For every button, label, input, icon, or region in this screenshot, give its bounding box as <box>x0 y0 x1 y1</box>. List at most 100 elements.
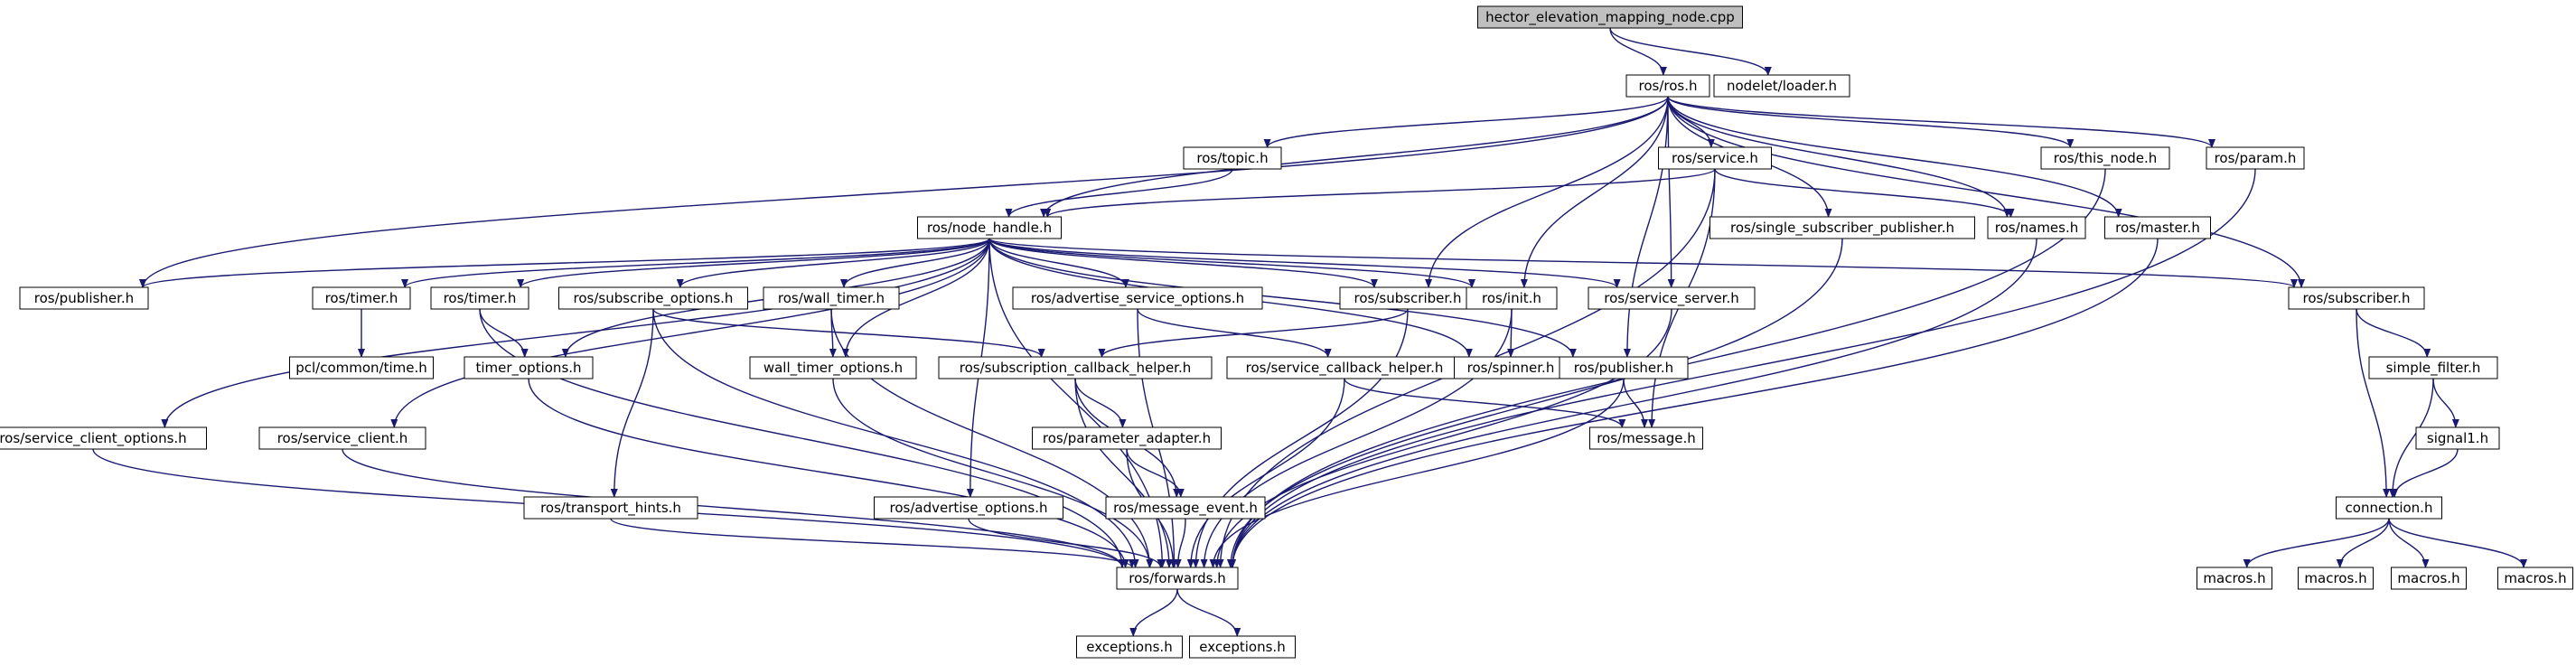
node-box <box>1987 216 2086 239</box>
node-timer2[interactable]: ros/timer.h <box>430 286 529 310</box>
node-box <box>19 286 149 310</box>
node-service-client[interactable]: ros/service_client.h <box>258 426 426 450</box>
node-macros2[interactable]: macros.h <box>2298 567 2374 590</box>
node-transport-hints[interactable]: ros/transport_hints.h <box>523 496 698 520</box>
node-label: ros/wall_timer.h <box>778 290 885 307</box>
edge-ros-to-subscriber-m <box>1425 96 1669 288</box>
node-init[interactable]: ros/init.h <box>1466 286 1558 310</box>
node-pcl-time[interactable]: pcl/common/time.h <box>289 356 434 379</box>
edge-parameter-adapter-to-message-event <box>1126 448 1185 498</box>
node-label: ros/message_event.h <box>1113 500 1258 517</box>
node-advertise-options[interactable]: ros/advertise_options.h <box>874 496 1063 520</box>
edge-advertise-options-to-forwards <box>968 518 1165 568</box>
edge-ros-to-subscriber-r <box>1667 96 2305 288</box>
edge-subscribe-options-to-sub-cb-helper <box>652 308 1045 358</box>
node-label: simple_filter.h <box>2386 360 2481 377</box>
node-single-sub-pub[interactable]: ros/single_subscriber_publisher.h <box>1710 216 1975 239</box>
edge-param-to-forwards <box>1229 168 2256 568</box>
node-svc-cb-helper[interactable]: ros/service_callback_helper.h <box>1226 356 1463 379</box>
edge-node-handle-to-service-client <box>390 238 990 428</box>
node-macros1[interactable]: macros.h <box>2197 567 2272 590</box>
node-label: exceptions.h <box>1086 639 1172 655</box>
node-subscribe-options[interactable]: ros/subscribe_options.h <box>558 286 748 310</box>
node-box <box>938 356 1213 379</box>
node-exceptions2[interactable]: exceptions.h <box>1189 635 1296 659</box>
node-label: ros/advertise_options.h <box>890 500 1048 517</box>
node-label: hector_elevation_mapping_node.cpp <box>1485 9 1735 26</box>
node-label: ros/advertise_service_options.h <box>1031 290 1244 307</box>
node-wall-timer[interactable]: ros/wall_timer.h <box>763 286 900 310</box>
edge-single-sub-pub-to-forwards <box>1226 238 1843 568</box>
node-label: ros/transport_hints.h <box>540 500 681 517</box>
node-macros3[interactable]: macros.h <box>2391 567 2467 590</box>
node-master[interactable]: ros/master.h <box>2104 216 2211 239</box>
node-this-node[interactable]: ros/this_node.h <box>2040 146 2170 170</box>
node-timer-options[interactable]: timer_options.h <box>464 356 594 379</box>
edge-svc-cb-helper-to-forwards <box>1186 378 1345 568</box>
node-label: ros/subscription_callback_helper.h <box>960 360 1192 377</box>
node-advertise-service-options[interactable]: ros/advertise_service_options.h <box>1012 286 1263 310</box>
node-param[interactable]: ros/param.h <box>2206 146 2305 170</box>
node-signal1[interactable]: signal1.h <box>2415 426 2500 450</box>
node-subscriber-r[interactable]: ros/subscriber.h <box>2288 286 2425 310</box>
node-names[interactable]: ros/names.h <box>1987 216 2086 239</box>
node-box <box>1466 286 1558 310</box>
node-box <box>0 426 207 450</box>
edge-simple-filter-to-signal1 <box>2432 378 2459 428</box>
node-sub-cb-helper[interactable]: ros/subscription_callback_helper.h <box>938 356 1213 379</box>
node-label: ros/subscriber.h <box>1354 290 1462 306</box>
node-subscriber-m[interactable]: ros/subscriber.h <box>1339 286 1476 310</box>
node-connection[interactable]: connection.h <box>2336 496 2442 520</box>
node-ros[interactable]: ros/ros.h <box>1625 74 1710 98</box>
node-label: macros.h <box>2504 570 2566 586</box>
edge-timer-options-to-forwards <box>528 378 1129 568</box>
node-box <box>430 286 529 310</box>
node-message[interactable]: ros/message.h <box>1589 426 1703 450</box>
node-timer1[interactable]: ros/timer.h <box>312 286 411 310</box>
edge-connection-to-macros2 <box>2336 518 2390 568</box>
node-box <box>1012 286 1263 310</box>
edge-ros-to-node-handle <box>1040 96 1669 218</box>
node-simple-filter[interactable]: simple_filter.h <box>2368 356 2498 379</box>
node-label: ros/spinner.h <box>1467 360 1555 376</box>
edge-node-handle-to-timer1 <box>401 238 990 288</box>
edge-service-to-node-handle <box>1044 168 1716 218</box>
node-box <box>2298 567 2374 590</box>
node-service-client-options[interactable]: ros/service_client_options.h <box>0 426 207 450</box>
node-label: ros/service_client_options.h <box>0 430 187 447</box>
node-message-event[interactable]: ros/message_event.h <box>1105 496 1266 520</box>
node-publisher-c[interactable]: ros/publisher.h <box>1559 356 1689 379</box>
edge-svc-cb-helper-to-message <box>1344 378 1626 428</box>
node-hemn[interactable]: hector_elevation_mapping_node.cpp <box>1477 5 1743 29</box>
node-publisher-l[interactable]: ros/publisher.h <box>19 286 149 310</box>
node-label: ros/forwards.h <box>1129 570 1225 586</box>
node-forwards[interactable]: ros/forwards.h <box>1116 567 1239 590</box>
node-node-handle[interactable]: ros/node_handle.h <box>917 216 1062 239</box>
node-loader[interactable]: nodelet/loader.h <box>1713 74 1850 98</box>
node-box <box>289 356 434 379</box>
node-label: ros/names.h <box>1995 220 2079 236</box>
edge-publisher-c-to-message <box>1623 378 1648 428</box>
node-service[interactable]: ros/service.h <box>1658 146 1772 170</box>
node-spinner[interactable]: ros/spinner.h <box>1454 356 1568 379</box>
node-parameter-adapter[interactable]: ros/parameter_adapter.h <box>1032 426 1222 450</box>
node-label: connection.h <box>2346 500 2433 516</box>
edge-node-handle-to-wall-timer <box>840 238 990 288</box>
node-label: ros/parameter_adapter.h <box>1043 430 1211 447</box>
edge-subscriber-r-to-connection <box>2356 308 2391 498</box>
node-service-server[interactable]: ros/service_server.h <box>1588 286 1756 310</box>
node-wall-timer-options[interactable]: wall_timer_options.h <box>749 356 917 379</box>
node-box <box>2040 146 2170 170</box>
node-topic[interactable]: ros/topic.h <box>1183 146 1282 170</box>
edge-hemn-to-loader <box>1609 27 1772 76</box>
node-box <box>1339 286 1476 310</box>
edge-ros-to-init <box>1520 96 1669 288</box>
node-exceptions1[interactable]: exceptions.h <box>1076 635 1183 659</box>
node-label: ros/publisher.h <box>34 290 134 306</box>
node-label: ros/service_client.h <box>277 430 408 447</box>
node-label: timer_options.h <box>475 360 581 377</box>
node-macros4[interactable]: macros.h <box>2497 567 2573 590</box>
node-box <box>874 496 1063 520</box>
node-label: ros/message.h <box>1597 430 1696 446</box>
